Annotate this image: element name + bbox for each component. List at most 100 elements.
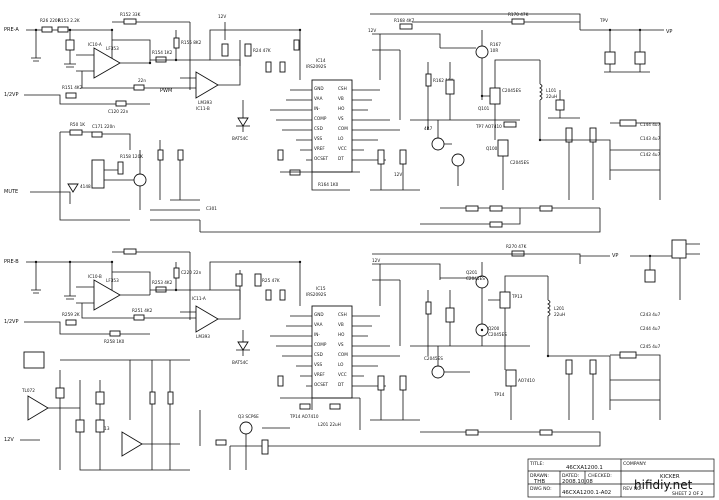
tb-rev-label: REV NO: <box>623 486 643 492</box>
tb-dated-label: DATED: <box>562 473 579 479</box>
ic-regulator <box>23 351 45 369</box>
tb-checked-label: CHECKED: <box>588 473 612 479</box>
tb-drawn-label: DRAWN: <box>530 473 549 479</box>
resistor-ic14-bias-2 <box>279 61 286 73</box>
label-ic11b: IC11-B <box>196 106 210 111</box>
capacitor-aux-2 <box>75 419 85 433</box>
inductor-l101 <box>539 60 543 140</box>
capacitor-c220 <box>133 314 145 321</box>
capacitor-input-a <box>65 39 75 51</box>
resistor-r270 <box>511 250 525 257</box>
opamp-ic10a <box>93 47 121 79</box>
capacitor-bootstrap-b <box>445 307 455 323</box>
svg-text:GND: GND <box>314 86 324 91</box>
part-tp7: C2045ES <box>502 88 521 93</box>
aux-section: TL072 IC13 12V <box>4 351 190 471</box>
label-l101-val: 22uH <box>546 94 557 99</box>
capacitor-ic15-3 <box>399 375 407 391</box>
resistor-aux-2 <box>167 391 174 405</box>
part-tp14: AO7410 <box>518 378 535 383</box>
capacitor-bulk-a2 <box>634 51 646 65</box>
capacitor-c245 <box>619 351 637 359</box>
net-mute: MUTE <box>4 189 18 195</box>
svg-text:COM: COM <box>338 352 348 357</box>
label-l201-val: 22uH <box>554 312 565 317</box>
resistor-ic14-bias-1 <box>265 61 272 73</box>
diode-d2 <box>237 117 249 127</box>
channel-a: PRE-A R26 220R R153 2.2K R152 33K IC10-A… <box>4 12 672 233</box>
transistor-q100 <box>431 137 445 151</box>
svg-text:COM: COM <box>338 126 348 131</box>
svg-text:OCSET: OCSET <box>314 382 329 387</box>
tb-dwg-label: DWG NO: <box>530 486 552 492</box>
capacitor-ic15-2 <box>377 375 385 391</box>
label-r248: C220 22n <box>181 270 202 275</box>
svg-text:DT: DT <box>338 382 344 387</box>
svg-text:HO: HO <box>338 332 345 337</box>
part-tp8: C2045ES <box>510 160 529 165</box>
net-12v-aux: 12V <box>4 437 14 443</box>
capacitor-ic14-3 <box>399 149 407 165</box>
capacitor-c243-out <box>565 359 573 375</box>
label-q101-ref: R167 <box>490 42 501 47</box>
part-ic11b: LM393 <box>198 100 212 105</box>
svg-text:VSS: VSS <box>314 362 323 367</box>
svg-text:VSS: VSS <box>314 136 323 141</box>
transistor-mute <box>133 173 147 187</box>
net-pre-a: PRE-A <box>4 27 19 33</box>
svg-text:CSH: CSH <box>338 86 347 91</box>
net-12v-a: 12V <box>218 14 226 19</box>
resistor-r50 <box>69 129 83 136</box>
label-q101-val: 10R <box>490 48 498 53</box>
resistor-r155 <box>173 37 180 49</box>
svg-text:CSD: CSD <box>314 352 323 357</box>
label-ic15: IC15 <box>316 286 326 291</box>
transistor-q3 <box>239 421 253 435</box>
resistor-ic15-bias-1 <box>265 289 272 301</box>
opamp-ic13 <box>27 395 49 421</box>
capacitor-snubber-a <box>555 99 565 111</box>
resistor-r248 <box>173 267 180 279</box>
net-vp-b-label: 12V <box>372 258 380 263</box>
net-tpv: TPV <box>599 18 608 23</box>
diode-d3 <box>237 341 249 351</box>
label-c121: 22n <box>138 78 146 83</box>
part-ic11a: LM393 <box>196 334 210 339</box>
capacitor-c120 <box>115 100 127 107</box>
resistor-r256 <box>155 286 167 293</box>
resistor-fb-a4 <box>489 221 503 228</box>
resistor-r25 <box>254 273 262 287</box>
label-r26: R26 220R <box>40 18 61 23</box>
label-ic13b: IC13 <box>100 426 110 431</box>
net-pre-b: PRE-B <box>4 259 19 265</box>
label-c120: C120 22n <box>108 109 129 114</box>
zener-zd2 <box>235 273 243 287</box>
label-q201-ref: Q201 <box>466 270 478 275</box>
net-vp-top: VP <box>666 29 672 35</box>
opamp-ic10b <box>93 279 121 311</box>
resistor-r253 <box>109 330 121 337</box>
svg-text:HO: HO <box>338 106 345 111</box>
resistor-aux-1 <box>149 391 156 405</box>
svg-text:VCC: VCC <box>338 372 347 377</box>
label-r163: R164 1K0 <box>318 182 339 187</box>
resistor-b-gate <box>425 301 432 315</box>
transistor-q101 <box>475 45 489 59</box>
net-12v-c: 12V <box>394 172 402 177</box>
svg-text:VB: VB <box>338 322 344 327</box>
label-r158: R158 120K <box>120 154 143 159</box>
tb-dated-value: 2008.10.08 <box>562 479 593 485</box>
svg-text:VREF: VREF <box>314 146 325 151</box>
label-c244: C244 4u7 <box>640 326 661 331</box>
label-c220: R251 4K2 <box>132 308 153 313</box>
svg-text:CSH: CSH <box>338 312 347 317</box>
mosfet-tp7 <box>489 87 501 105</box>
label-c245: C245 4u7 <box>640 344 661 349</box>
resistor-mute-2 <box>157 149 164 161</box>
resistor-fb-a1 <box>465 205 479 212</box>
svg-text:VB: VB <box>338 96 344 101</box>
resistor-r153 <box>57 26 69 33</box>
net-pwm-a: PWM <box>160 88 172 94</box>
